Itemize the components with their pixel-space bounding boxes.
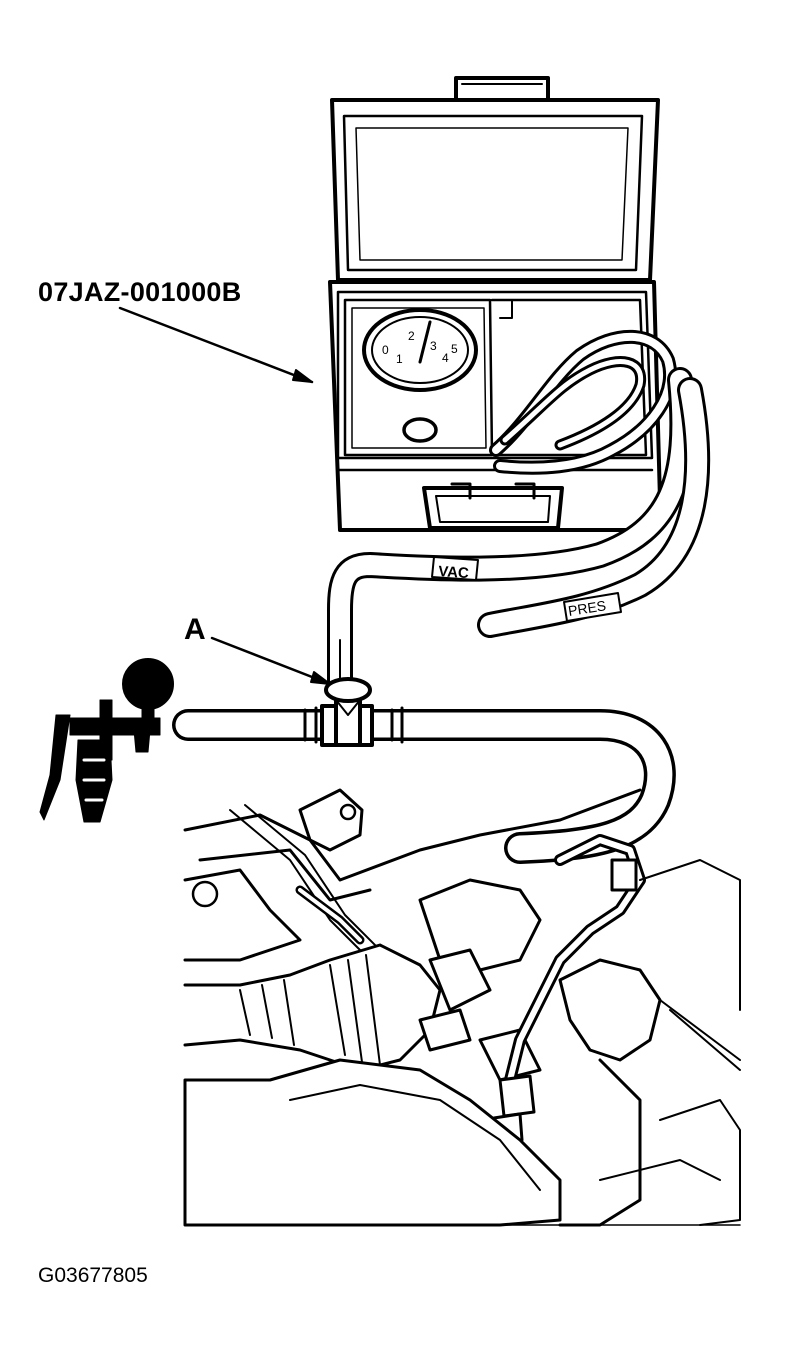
pressure-gauge: [362, 308, 478, 392]
gauge-needle: [418, 320, 432, 364]
gauge-tick-label: 2: [408, 329, 415, 343]
pres-hose: [477, 377, 711, 638]
coiled-hose: [489, 329, 677, 475]
callout-label-a: A: [184, 613, 206, 646]
engine-bay: [183, 788, 741, 1227]
gauge-tick-label: 5: [451, 342, 458, 356]
gauge-scale: 0 1 2 3 4 5: [382, 329, 458, 366]
gauge-tick-label: 4: [442, 351, 449, 365]
vac-hose: [327, 367, 696, 693]
case-latch: [422, 486, 564, 530]
callout-a-leader: [210, 636, 332, 686]
part-number-label: 07JAZ-001000B: [38, 277, 242, 307]
figure-id: G03677805: [38, 1264, 148, 1287]
gauge-tick-label: 1: [396, 352, 403, 366]
hose-label-vac: VAC: [438, 563, 470, 582]
gauge-tick-label: 0: [382, 343, 389, 357]
part-number-leader: [118, 306, 314, 384]
lid-panel: [330, 98, 660, 282]
hand-vacuum-pump: [39, 658, 174, 823]
gauge-tick-label: 3: [430, 339, 437, 353]
leader-lines: [118, 306, 332, 686]
main-hose: [172, 706, 676, 864]
release-knob: [402, 417, 438, 443]
tee-fitting: [320, 677, 374, 747]
hose-label-pres: PRES: [567, 597, 607, 619]
